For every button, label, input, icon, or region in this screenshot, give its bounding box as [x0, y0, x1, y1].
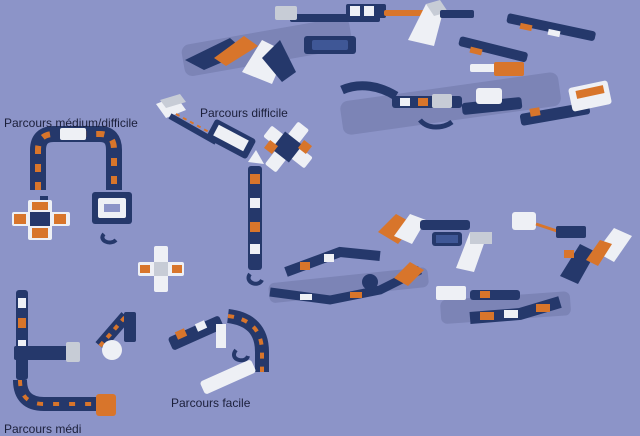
top-course	[185, 0, 596, 84]
course-easy	[168, 309, 269, 394]
label-course-hard: Parcours difficile	[200, 106, 288, 120]
label-course-easy: Parcours facile	[171, 396, 251, 410]
course-right-lower	[269, 212, 632, 324]
label-course-bottom-left: Parcours médi	[4, 422, 82, 436]
course-medium-hard	[12, 126, 132, 245]
slide-module	[262, 40, 296, 82]
right-chain	[340, 80, 612, 130]
label-course-medium-hard: Parcours médium/difficile	[4, 116, 138, 130]
course-hard	[138, 94, 313, 292]
course-bottom-left	[13, 290, 136, 416]
slide-module	[214, 36, 258, 66]
